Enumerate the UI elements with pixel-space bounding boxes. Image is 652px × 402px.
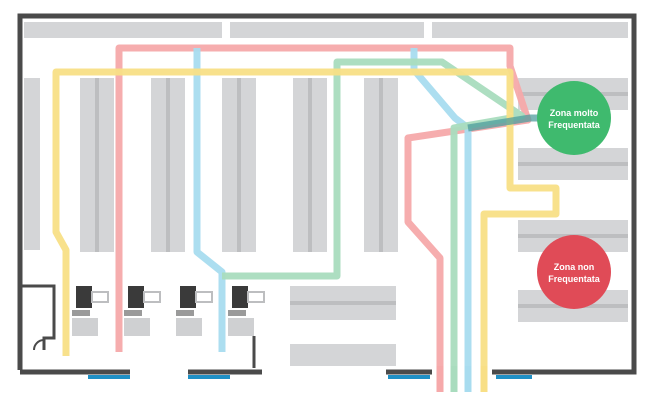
top-shelf-2 <box>230 22 424 38</box>
path-exits <box>436 366 488 392</box>
top-shelves <box>24 22 628 38</box>
aisle-shelf-3 <box>222 78 256 252</box>
customer-paths <box>52 44 560 390</box>
zone-quiet-circle <box>537 235 611 309</box>
entrance-door-2 <box>188 375 230 379</box>
bottom-shelf-1 <box>290 286 396 320</box>
checkout-3 <box>176 286 213 336</box>
office-door-arc <box>33 339 45 351</box>
entrances <box>88 368 532 379</box>
aisle-shelf-2 <box>151 78 185 252</box>
top-shelf-3 <box>432 22 628 38</box>
outer-walls <box>17 13 637 375</box>
zone-busy: Zona molto Frequentata <box>537 81 611 155</box>
entrance-door-1 <box>88 375 130 379</box>
path-yellow <box>52 68 560 390</box>
zone-busy-label-1: Zona molto <box>550 108 599 118</box>
checkout-4 <box>228 286 265 336</box>
bottom-shelves <box>290 286 396 366</box>
path-blue <box>193 48 226 352</box>
zone-quiet-label-1: Zona non <box>554 262 595 272</box>
checkout-1 <box>72 286 109 336</box>
zone-quiet-label-2: Frequentata <box>548 274 601 284</box>
zone-busy-label-2: Frequentata <box>548 120 601 130</box>
left-wall-shelf <box>24 78 40 250</box>
zone-busy-circle <box>537 81 611 155</box>
path-green <box>222 58 526 390</box>
bottom-shelf-2 <box>290 344 396 366</box>
aisle-shelf-4 <box>293 78 327 252</box>
aisle-shelf-1 <box>80 78 114 252</box>
zone-quiet: Zona non Frequentata <box>537 235 611 309</box>
checkout-2 <box>124 286 161 336</box>
office-room <box>22 284 56 350</box>
aisle-shelves <box>80 78 398 252</box>
checkout-counters <box>72 286 265 368</box>
top-shelf-1 <box>24 22 222 38</box>
entrance-door-3 <box>388 375 430 379</box>
aisle-shelf-5 <box>364 78 398 252</box>
entrance-door-4 <box>496 375 532 379</box>
